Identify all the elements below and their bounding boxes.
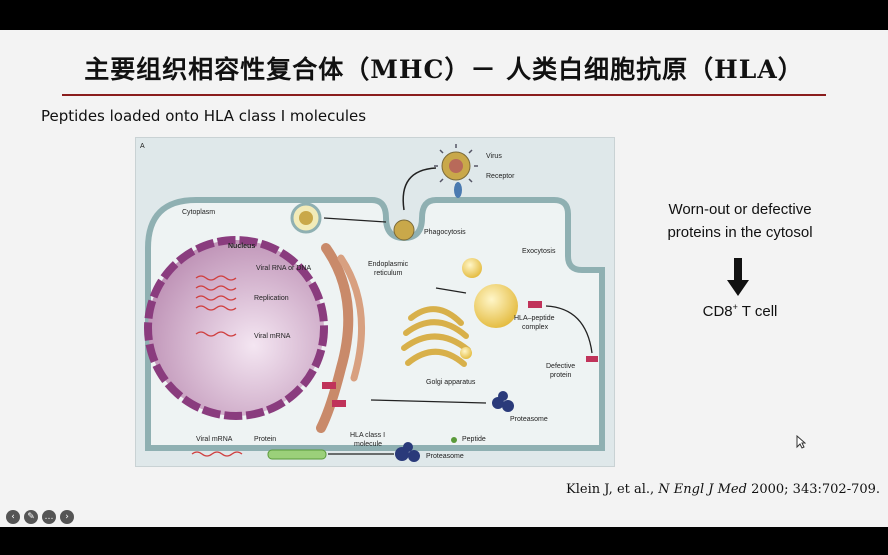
citation: Klein J, et al., N Engl J Med 2000; 343:… (566, 482, 881, 497)
viral-mrna-nucleus-label: Viral mRNA (254, 333, 291, 340)
er-label-1: Endoplasmic (368, 261, 409, 268)
hla-class-label-2: molecule (354, 441, 382, 448)
slide: 主要组织相容性复合体（MHC）－ 人类白细胞抗原（HLA） Peptides l… (0, 30, 888, 527)
slide-subtitle: Peptides loaded onto HLA class I molecul… (41, 107, 367, 125)
receptor-label: Receptor (486, 173, 515, 180)
hla-complex-label-1: HLA–peptide (514, 315, 555, 322)
page-title: 主要组织相容性复合体（MHC）－ 人类白细胞抗原（HLA） (84, 55, 804, 84)
golgi-label: Golgi apparatus (426, 379, 476, 386)
proteasome-right-icon (492, 391, 514, 412)
hla-class-label-1: HLA class I (350, 432, 385, 439)
more-icon[interactable]: … (42, 510, 56, 524)
endoplasmic-reticulum (316, 243, 354, 433)
replication-label: Replication (254, 295, 289, 302)
defective-protein-label-2: protein (550, 372, 572, 379)
proteasome-bottom-label: Proteasome (426, 453, 464, 460)
proteasome-right-label: Proteasome (510, 416, 548, 423)
pen-icon[interactable]: ✎ (24, 510, 38, 524)
cell-diagram-figure: A Cytoplasm Virus Receptor Phagocytosis (135, 137, 615, 467)
prev-icon[interactable]: ‹ (6, 510, 20, 524)
protein-label: Protein (254, 436, 276, 443)
note-line-2: proteins in the cytosol (667, 224, 813, 241)
virus-icon (434, 144, 478, 188)
title-divider (62, 94, 826, 96)
right-note: Worn-out or defective proteins in the cy… (640, 198, 840, 244)
cell-diagram: A Cytoplasm Virus Receptor Phagocytosis (140, 143, 605, 462)
viral-mrna-cyto-label: Viral mRNA (196, 436, 233, 443)
proteasome-bottom-icon (395, 442, 420, 462)
arrow-down-icon (727, 258, 749, 296)
virus-label: Virus (486, 153, 502, 160)
cd8-t-cell-label: CD8+ T cell (702, 302, 778, 320)
cytoplasm-label: Cytoplasm (182, 209, 215, 216)
nucleus-label: Nucleus (228, 243, 255, 250)
nucleus (144, 236, 328, 420)
er-label-2: reticulum (374, 270, 403, 277)
panel-label: A (140, 143, 145, 150)
next-icon[interactable]: › (60, 510, 74, 524)
peptide-label: Peptide (462, 436, 486, 443)
presentation-controls: ‹ ✎ … › (6, 510, 74, 524)
defective-protein-label-1: Defective (546, 363, 575, 370)
exocytosis-label: Exocytosis (522, 248, 556, 255)
hla-complex-label-2: complex (522, 324, 549, 331)
golgi-apparatus (401, 306, 471, 367)
viral-rna-dna-label: Viral RNA or DNA (256, 265, 311, 272)
mouse-cursor-icon (796, 435, 806, 449)
receptor-icon (454, 182, 462, 198)
phagocytosis-label: Phagocytosis (424, 229, 466, 236)
note-line-1: Worn-out or defective (668, 201, 812, 218)
